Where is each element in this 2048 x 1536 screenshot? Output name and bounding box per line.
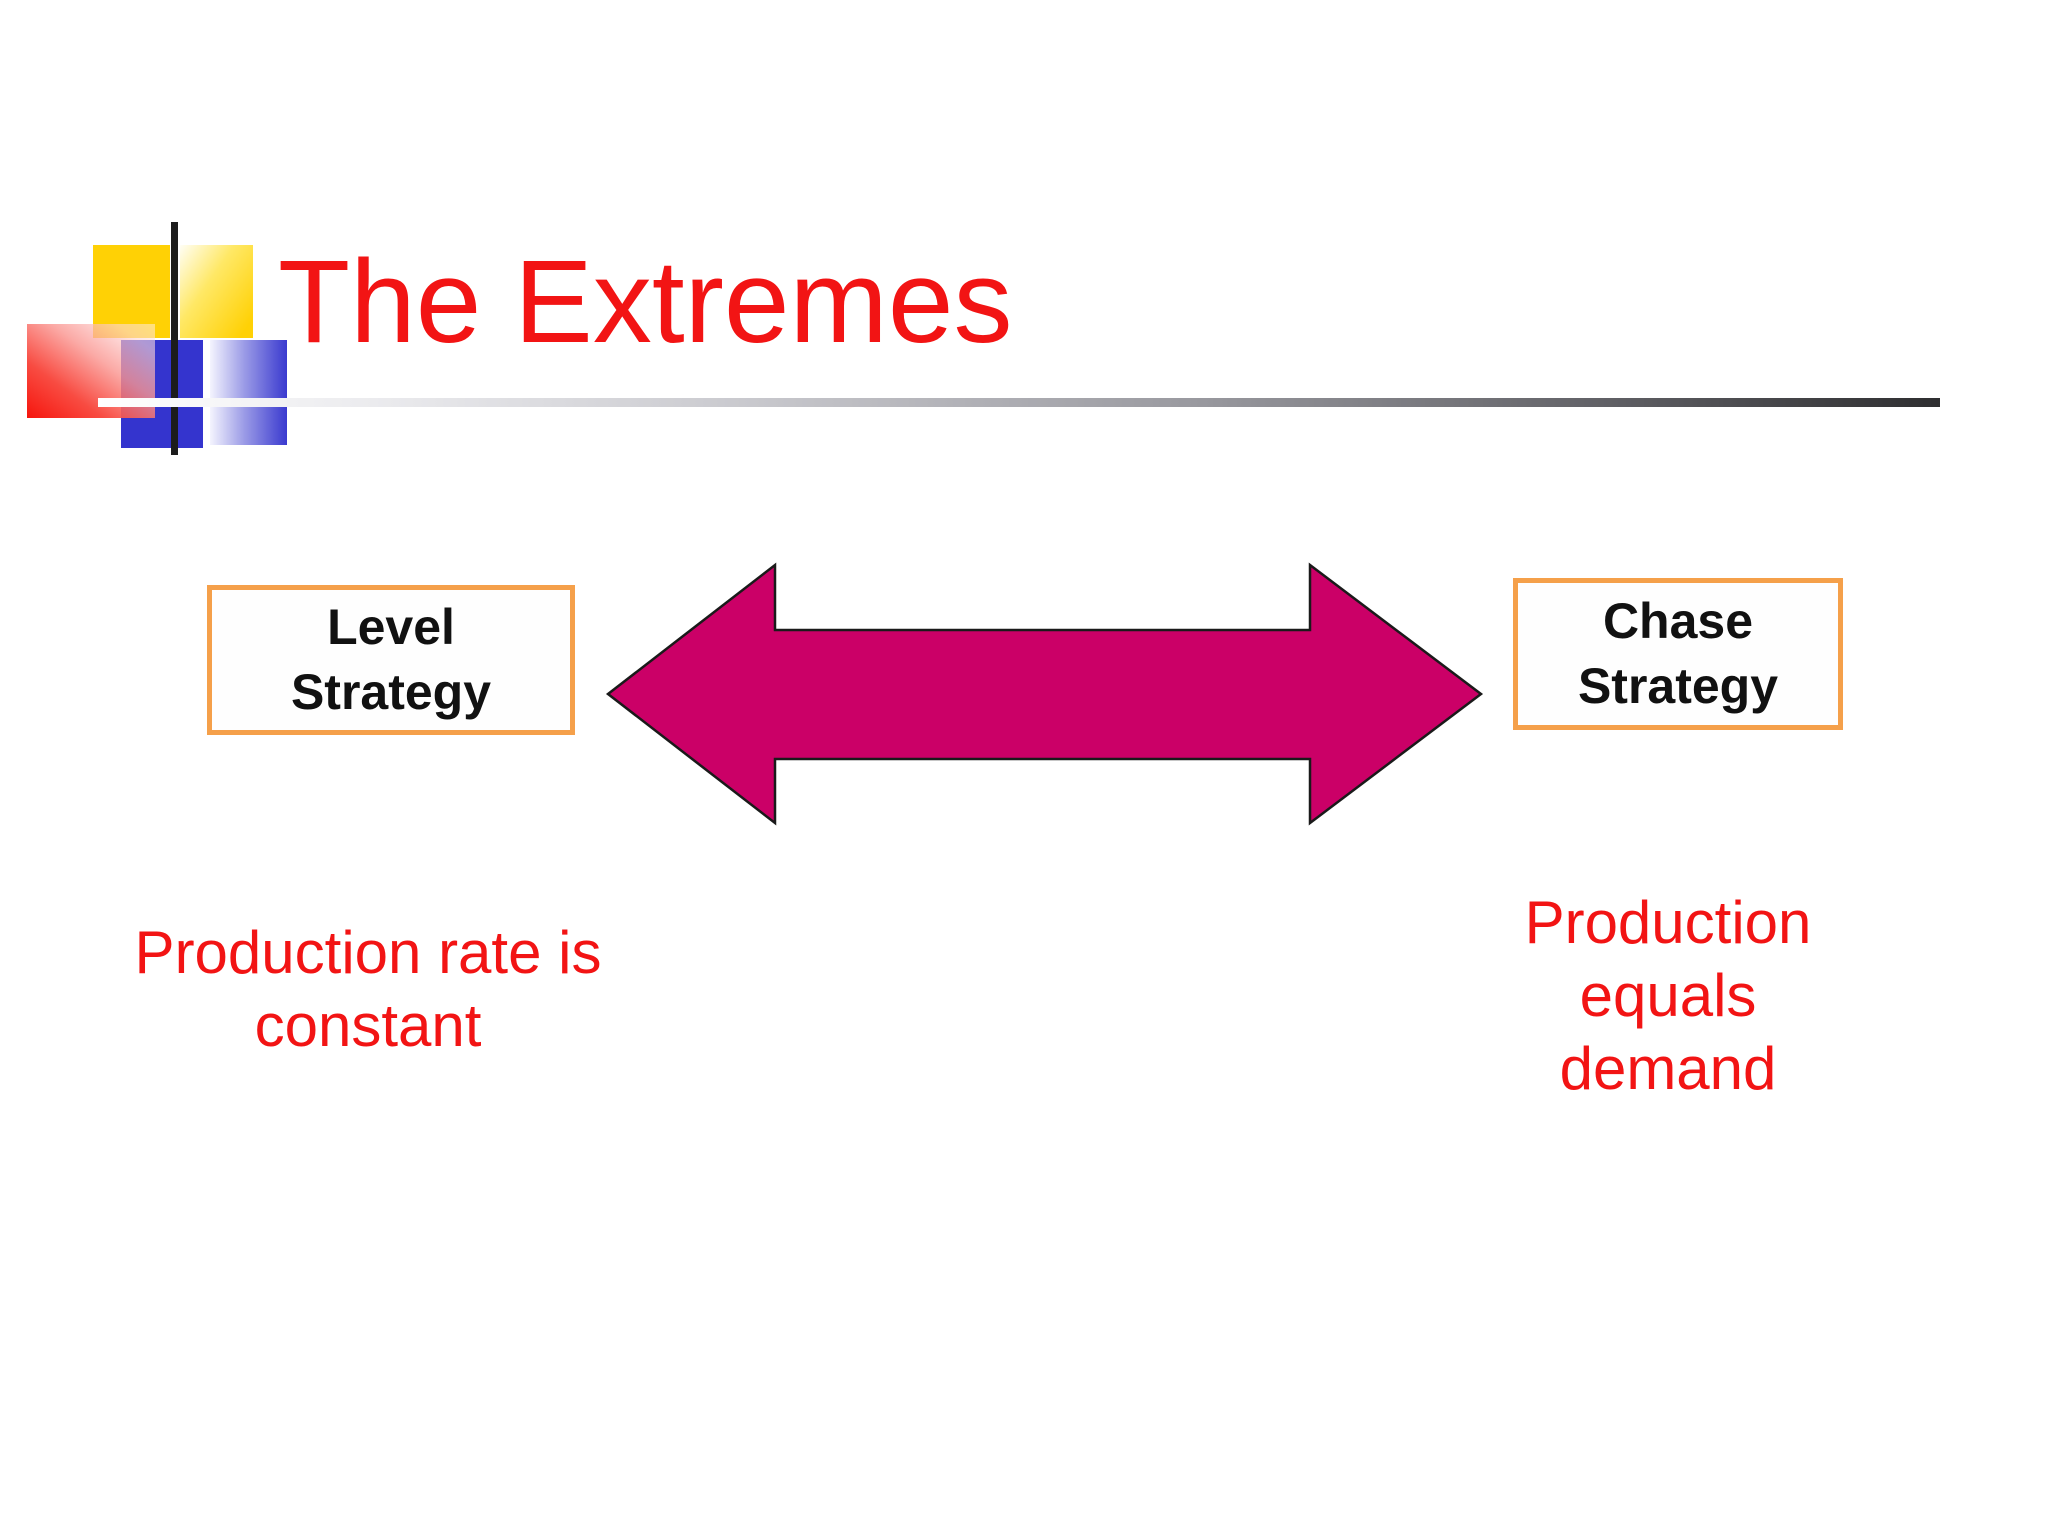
chase-caption-line3: demand [1559,1035,1777,1103]
logo-vertical-line [171,222,178,455]
chase-strategy-caption: Production equals demand [1488,886,1848,1106]
page-title: The Extremes [278,236,1013,368]
chase-strategy-label-line1: Chase [1602,593,1754,649]
level-strategy-label-line1: Level [327,599,455,655]
chase-caption-line1: Production [1524,889,1812,956]
chase-caption-line2: equals [1579,962,1757,1030]
level-caption-line2: constant [254,992,482,1060]
logo-blue-gradient-square [210,340,287,445]
level-strategy-box: Level Strategy [207,585,575,735]
level-strategy-caption: Production rate is constant [128,916,608,1062]
title-divider-line [98,398,1940,407]
double-arrow-shape [605,562,1484,826]
logo-gold-square [93,245,170,338]
logo-gold-gradient-square [180,245,253,338]
chase-strategy-box: Chase Strategy [1513,578,1843,730]
level-caption-line1: Production rate is [134,919,602,986]
level-strategy-label-line2: Strategy [290,664,492,720]
chase-strategy-label-line2: Strategy [1577,658,1779,714]
